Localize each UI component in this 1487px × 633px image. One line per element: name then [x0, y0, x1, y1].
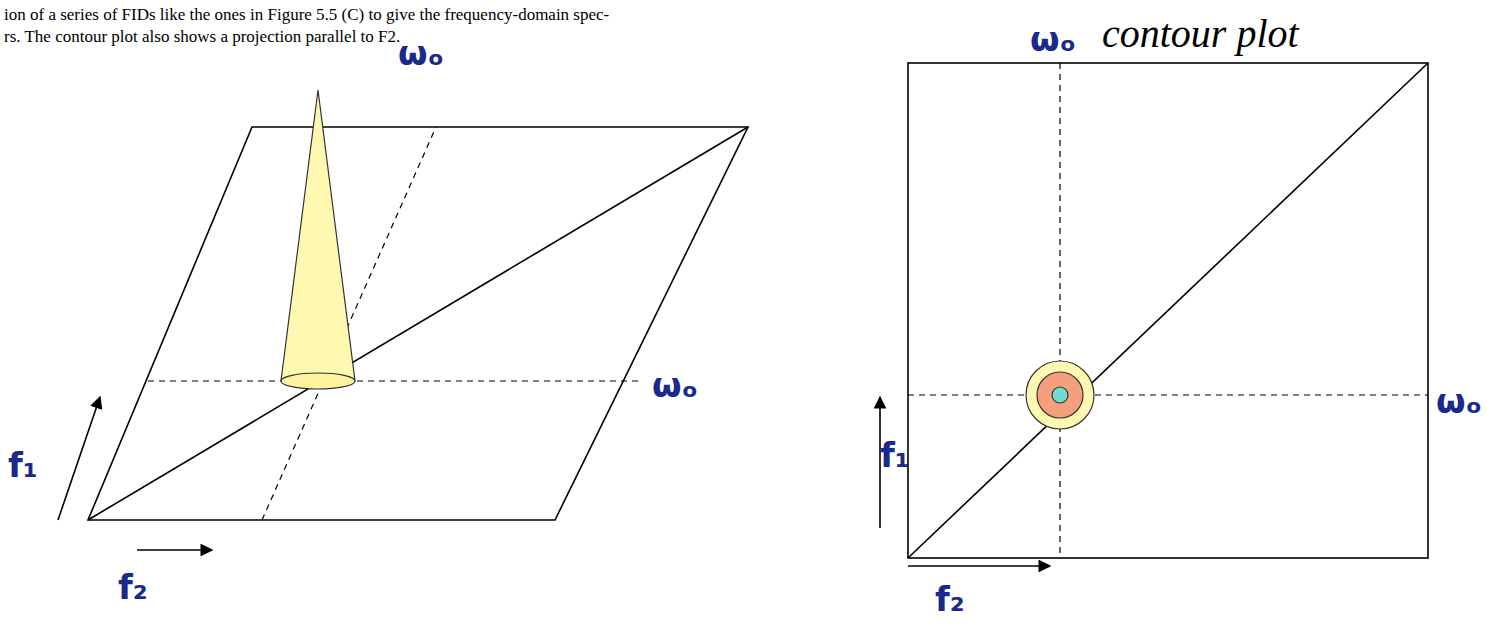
- axis-label: f₁: [880, 438, 910, 472]
- axis-label: ωₒ: [398, 36, 444, 70]
- peak-cone: [281, 90, 355, 381]
- diagonal: [88, 127, 748, 520]
- axis-arrow: [137, 549, 212, 551]
- peak-base: [281, 373, 355, 389]
- caption-line: ion of a series of FIDs like the ones in…: [4, 6, 609, 23]
- axis-label: f₂: [118, 570, 148, 604]
- axis-label: f₂: [935, 582, 965, 616]
- plane-outline: [88, 127, 748, 520]
- axis-label: f₁: [8, 448, 38, 482]
- plot-title: contour plot: [1102, 14, 1299, 54]
- axis-label: ωₒ: [1436, 384, 1482, 418]
- caption-line: rs. The contour plot also shows a projec…: [4, 28, 400, 45]
- plot-frame: [908, 63, 1428, 558]
- contour-ring: [1026, 361, 1094, 429]
- axis-arrow: [58, 397, 100, 520]
- diagonal: [908, 63, 1428, 558]
- contour-core: [1052, 387, 1068, 403]
- stacked-plot: [58, 90, 748, 550]
- dashed-line: [1059, 63, 1060, 558]
- axis-label: ωₒ: [1030, 22, 1076, 56]
- axis-label: ωₒ: [652, 368, 698, 402]
- dashed-line: [908, 394, 1428, 395]
- dashed-line: [148, 380, 638, 381]
- contour-ring: [1037, 372, 1083, 418]
- contour-plot: [880, 63, 1428, 566]
- axis-arrow: [908, 565, 1050, 567]
